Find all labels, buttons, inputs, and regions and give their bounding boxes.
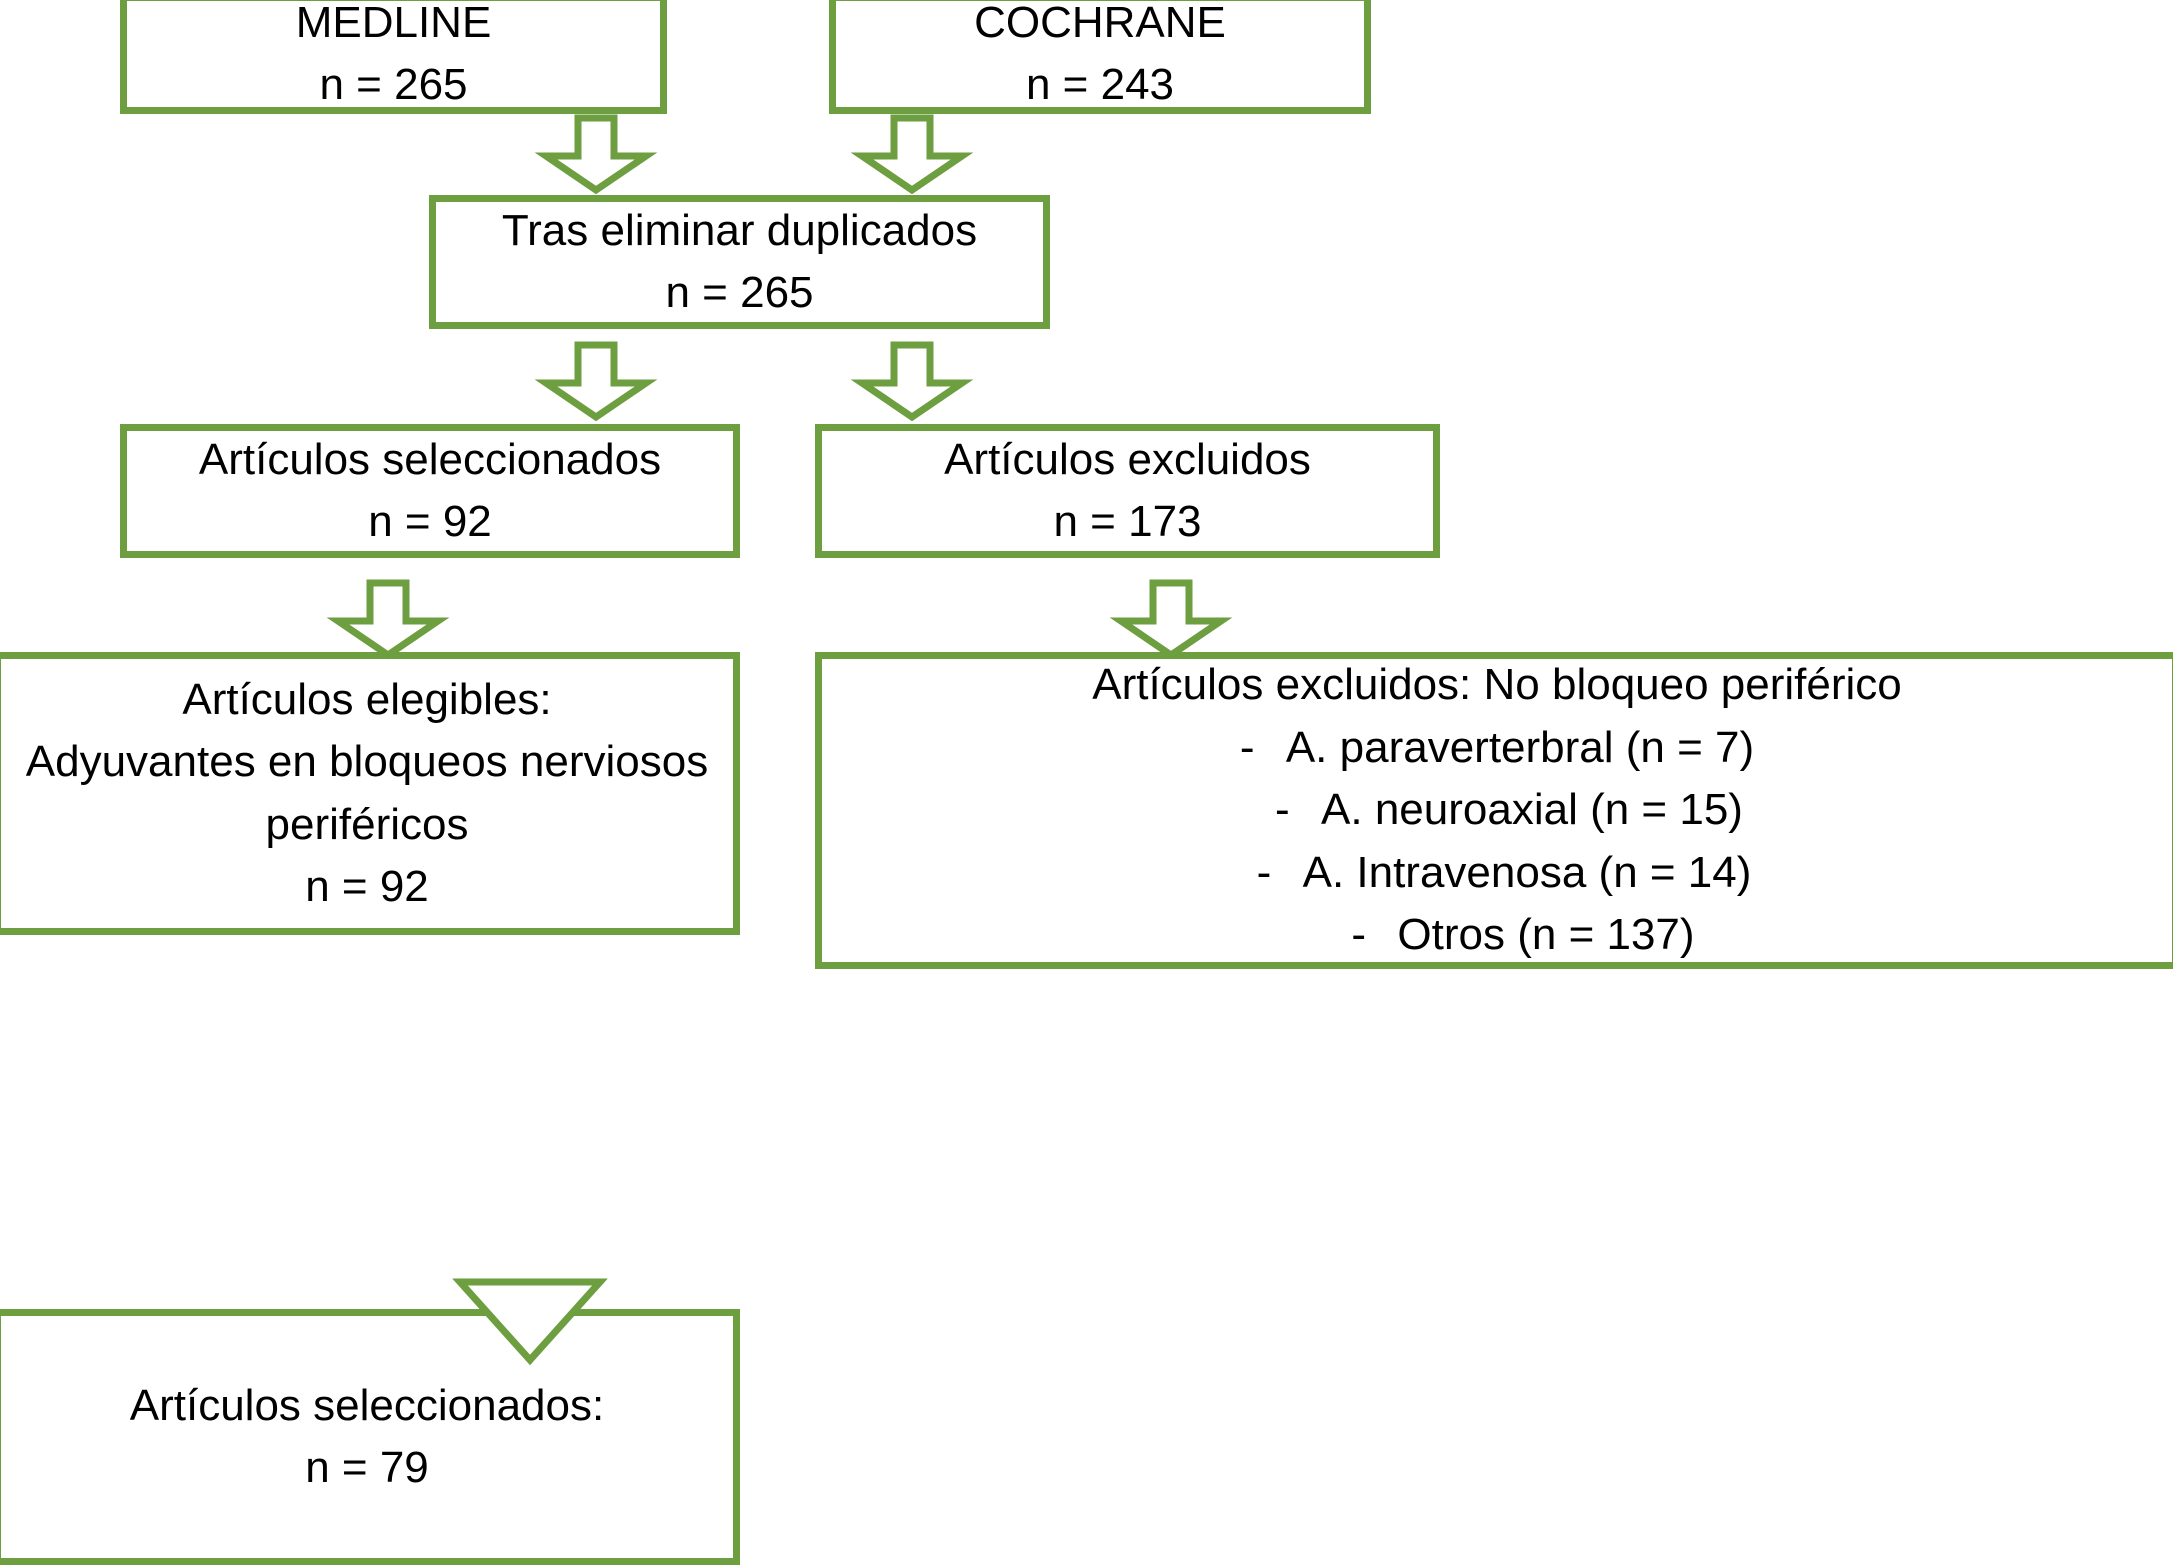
node-medline-count: n = 265: [319, 60, 468, 109]
node-elegibles-count: n = 92: [305, 861, 429, 911]
bullet-dash-icon: -: [1256, 847, 1272, 897]
arrow-excluidos-to-detalle: [1109, 579, 1233, 660]
arrow-seleccionados-to-elegibles: [326, 579, 450, 660]
bullet-dash-icon: -: [1275, 785, 1290, 835]
node-cochrane: COCHRANE n = 243: [829, 0, 1371, 114]
node-seleccionados-count: n = 92: [368, 497, 492, 546]
node-elegibles-line3: periféricos: [265, 799, 469, 849]
node-medline-title: MEDLINE: [295, 0, 492, 47]
list-item-label: A. neuroaxial (n = 15): [1321, 785, 1743, 835]
node-medline: MEDLINE n = 265: [120, 0, 667, 114]
bullet-dash-icon: -: [1239, 722, 1255, 772]
list-item: -A. Intravenosa (n = 14): [822, 842, 2172, 904]
excluidos-detalle-list: -A. paraverterbral (n = 7) -A. neuroaxia…: [822, 717, 2172, 967]
node-seleccionados: Artículos seleccionados n = 92: [120, 424, 740, 558]
arrow-cochrane-to-duplicados: [850, 114, 974, 195]
node-cochrane-title: COCHRANE: [974, 0, 1226, 47]
node-excluidos-count: n = 173: [1053, 497, 1202, 546]
arrow-medline-to-duplicados: [534, 114, 658, 195]
node-excluidos-detalle: Artículos excluidos: No bloqueo periféri…: [815, 652, 2173, 969]
arrow-elegibles-to-final: [452, 1277, 608, 1366]
list-item: -Otros (n = 137): [822, 904, 2172, 966]
node-duplicados-count: n = 265: [665, 268, 814, 317]
node-excluidos-detalle-title: Artículos excluidos: No bloqueo periféri…: [1092, 660, 1902, 710]
node-seleccionados-title: Artículos seleccionados: [198, 434, 662, 484]
node-final-count: n = 79: [305, 1443, 429, 1492]
node-duplicados-title: Tras eliminar duplicados: [501, 205, 978, 255]
arrow-duplicados-to-excluidos: [850, 341, 974, 422]
node-final-title: Artículos seleccionados:: [129, 1380, 605, 1430]
bullet-dash-icon: -: [1351, 910, 1367, 960]
node-excluidos-title: Artículos excluidos: [944, 434, 1311, 484]
list-item-label: Otros (n = 137): [1397, 910, 1695, 960]
list-item-label: A. paraverterbral (n = 7): [1285, 722, 1755, 772]
node-final: Artículos seleccionados: n = 79: [0, 1309, 740, 1565]
node-duplicados: Tras eliminar duplicados n = 265: [429, 195, 1050, 329]
arrow-duplicados-to-seleccionados: [534, 341, 658, 422]
node-elegibles-line1: Artículos elegibles:: [182, 674, 552, 724]
list-item: -A. neuroaxial (n = 15): [822, 779, 2172, 841]
node-elegibles: Artículos elegibles: Adyuvantes en bloqu…: [0, 652, 740, 935]
list-item-label: A. Intravenosa (n = 14): [1302, 847, 1752, 897]
node-excluidos: Artículos excluidos n = 173: [815, 424, 1440, 558]
list-item: -A. paraverterbral (n = 7): [822, 717, 2172, 779]
node-cochrane-count: n = 243: [1025, 60, 1175, 109]
node-elegibles-line2: Adyuvantes en bloqueos nerviosos: [25, 737, 709, 787]
